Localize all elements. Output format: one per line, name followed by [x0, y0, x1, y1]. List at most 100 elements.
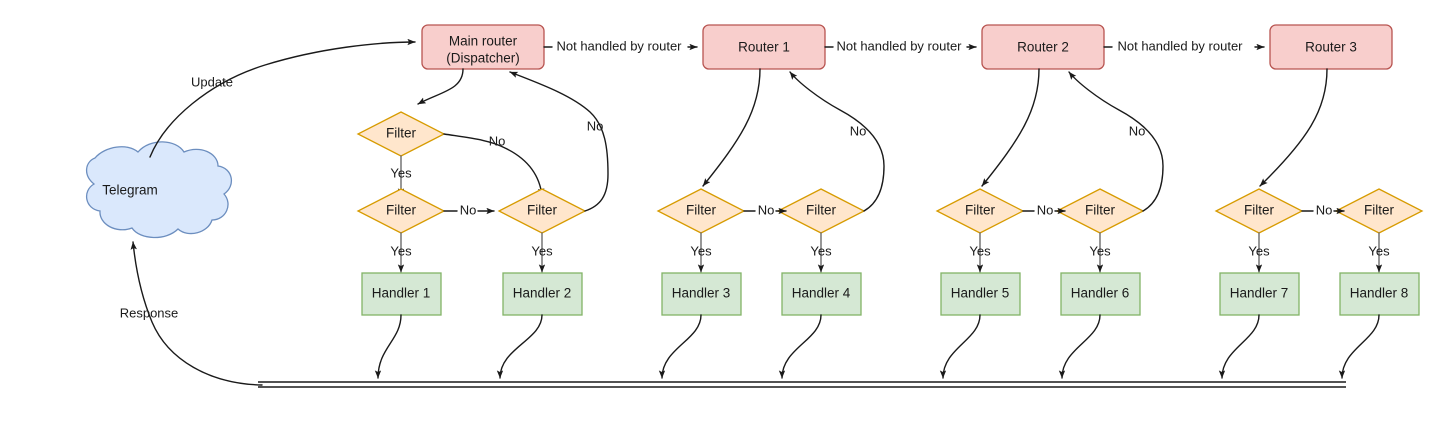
edge-router3-to-filter-7: [1259, 68, 1328, 187]
filter-7-label: Filter: [1244, 203, 1275, 218]
edge-label-not-handled-1: Not handled by router: [556, 38, 682, 53]
edge-update: Update: [149, 38, 416, 158]
edge-filter-3-no: No: [743, 202, 787, 217]
edge-chain-router1-to-router2: Not handled by router: [824, 38, 977, 53]
edge-filter-2-no-path: [509, 71, 609, 212]
edge-response-path: [130, 241, 263, 386]
telegram-label: Telegram: [102, 183, 158, 198]
router-1-label: Router 1: [738, 40, 790, 55]
edge-label-no-5: No: [1037, 202, 1054, 217]
handler-5-label: Handler 5: [951, 286, 1010, 301]
handler-3-label: Handler 3: [672, 286, 731, 301]
edge-filter-6-yes: Yes: [1089, 232, 1111, 273]
filter-node-8[interactable]: Filter: [1334, 188, 1424, 234]
edge-label-response: Response: [120, 305, 179, 320]
filter-node-7[interactable]: Filter: [1214, 188, 1304, 234]
edge-filter-6-no-path: [1068, 71, 1164, 212]
edge-filter-4-no-back: No: [789, 71, 885, 212]
edge-mainrouter-to-filter-a: [417, 68, 464, 105]
edge-label-no-4: No: [850, 123, 867, 138]
edge-label-no-a: No: [489, 133, 506, 148]
filter-a-label: Filter: [386, 126, 417, 141]
filter-1-label: Filter: [386, 203, 417, 218]
handler-node-7[interactable]: Handler 7: [1219, 272, 1300, 316]
edge-filter-8-yes: Yes: [1368, 232, 1390, 273]
edge-filter-a-no-path: [443, 133, 545, 197]
edge-handler-8-to-bus: [1338, 314, 1380, 379]
handler-node-5[interactable]: Handler 5: [940, 272, 1021, 316]
edge-router1-to-filter-3: [702, 68, 761, 187]
edge-label-yes-a: Yes: [390, 165, 412, 180]
edge-filter-5-yes: Yes: [969, 232, 991, 273]
edge-label-yes-8: Yes: [1368, 243, 1390, 258]
handler-node-1[interactable]: Handler 1: [361, 272, 442, 316]
edge-label-no-1: No: [460, 202, 477, 217]
handler-node-3[interactable]: Handler 3: [661, 272, 742, 316]
edge-label-not-handled-3: Not handled by router: [1117, 38, 1243, 53]
filter-node-4[interactable]: Filter: [776, 188, 866, 234]
filter-node-3[interactable]: Filter: [656, 188, 746, 234]
edge-label-no-3: No: [758, 202, 775, 217]
edge-label-yes-7: Yes: [1248, 243, 1270, 258]
edge-label-no-7: No: [1316, 202, 1333, 217]
handler-node-2[interactable]: Handler 2: [502, 272, 583, 316]
edge-label-yes-2: Yes: [531, 243, 553, 258]
filter-node-5[interactable]: Filter: [935, 188, 1025, 234]
router-node-main[interactable]: Main router (Dispatcher): [421, 24, 545, 70]
edge-label-yes-5: Yes: [969, 243, 991, 258]
edge-label-yes-6: Yes: [1089, 243, 1111, 258]
router-node-2[interactable]: Router 2: [981, 24, 1105, 70]
edge-filter-1-no: No: [443, 202, 495, 217]
router-node-3[interactable]: Router 3: [1269, 24, 1393, 70]
handler-6-box: [1060, 272, 1141, 316]
filter-node-1[interactable]: Filter: [356, 188, 446, 234]
edge-label-yes-1: Yes: [390, 243, 412, 258]
handler-6-label: Handler 6: [1071, 286, 1130, 301]
main-router-label-line2: (Dispatcher): [446, 51, 520, 66]
edge-filter-2-yes: Yes: [531, 232, 553, 273]
edge-chain-main-to-router1: Not handled by router: [543, 38, 698, 53]
edge-label-no-6: No: [1129, 123, 1146, 138]
edge-filter-7-no: No: [1301, 202, 1345, 217]
handler-8-box: [1339, 272, 1420, 316]
handler-node-6[interactable]: Handler 6: [1060, 272, 1141, 316]
filter-node-6[interactable]: Filter: [1055, 188, 1145, 234]
filter-6-label: Filter: [1085, 203, 1116, 218]
handler-7-label: Handler 7: [1230, 286, 1289, 301]
edge-filter-1-yes: Yes: [390, 232, 412, 273]
filter-node-a[interactable]: Filter: [356, 111, 446, 157]
handler-4-box: [781, 272, 862, 316]
router-3-label: Router 3: [1305, 40, 1357, 55]
edge-filter-4-yes: Yes: [810, 232, 832, 273]
edge-chain-router2-to-router3: Not handled by router: [1103, 38, 1265, 53]
handler-1-box: [361, 272, 442, 316]
edge-filter-a-no: No: [443, 133, 545, 197]
edge-handler-2-to-bus: [496, 314, 543, 379]
handler-node-8[interactable]: Handler 8: [1339, 272, 1420, 316]
edge-filter-7-yes: Yes: [1248, 232, 1270, 273]
filter-5-label: Filter: [965, 203, 996, 218]
edge-handler-3-to-bus: [658, 314, 702, 379]
router-node-1[interactable]: Router 1: [702, 24, 826, 70]
edge-label-yes-3: Yes: [690, 243, 712, 258]
edge-response: Response: [120, 241, 263, 386]
edge-filter-2-no-back: No: [509, 71, 609, 212]
handler-2-box: [502, 272, 583, 316]
handler-8-label: Handler 8: [1350, 286, 1409, 301]
edge-filter-3-yes: Yes: [690, 232, 712, 273]
edge-router2-to-filter-5: [981, 68, 1040, 187]
edge-handler-1-to-bus: [374, 314, 402, 379]
filter-3-label: Filter: [686, 203, 717, 218]
handler-node-4[interactable]: Handler 4: [781, 272, 862, 316]
telegram-cloud-node[interactable]: Telegram: [85, 141, 232, 239]
edge-handler-6-to-bus: [1058, 314, 1101, 379]
filter-node-2[interactable]: Filter: [497, 188, 587, 234]
edge-label-no-2: No: [587, 118, 604, 133]
edge-handler-4-to-bus: [778, 314, 822, 379]
edge-handler-7-to-bus: [1218, 314, 1260, 379]
filter-4-label: Filter: [806, 203, 837, 218]
edge-filter-4-no-path: [789, 71, 885, 212]
edge-label-update: Update: [191, 74, 233, 89]
